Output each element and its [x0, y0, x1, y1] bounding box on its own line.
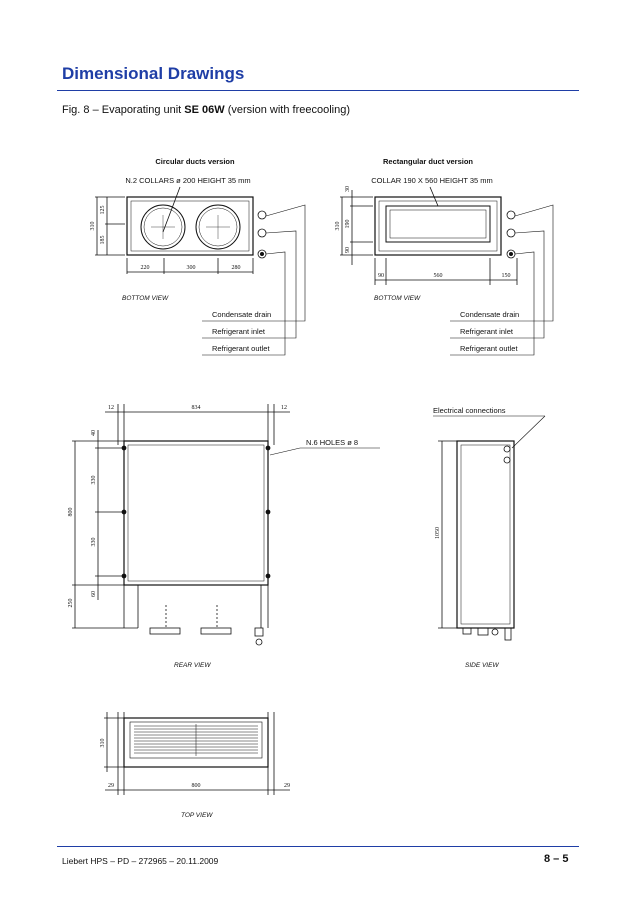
rear-panel — [123, 440, 269, 586]
figure-model: SE 06W — [184, 104, 225, 116]
unit-inner-outline — [378, 200, 498, 252]
dim-label: 330 — [91, 538, 97, 547]
dim-label: 12 — [108, 405, 114, 411]
dim-label: 834 — [192, 405, 201, 411]
mounting-hole — [265, 445, 271, 451]
holes-note: N.6 HOLES ø 8 — [306, 438, 358, 447]
fitting-icon — [491, 628, 499, 636]
bottom-view-rectangular: Rectangular duct version COLLAR 190 X 56… — [335, 157, 554, 356]
side-panel — [456, 440, 515, 629]
fitting-icon — [257, 228, 267, 238]
mounting-hole — [265, 573, 271, 579]
page-title: Dimensional Drawings — [62, 64, 245, 83]
dim-label: 29 — [284, 783, 290, 789]
duct-collar-1-inner — [143, 207, 183, 247]
view-label: BOTTOM VIEW — [374, 295, 421, 302]
bottom-view-circular: Circular ducts version N.2 COLLARS ø 200… — [90, 157, 306, 356]
rear-view: 12 834 12 N.6 HOLES ø 8 40 — [68, 404, 380, 669]
footer-divider — [57, 846, 579, 847]
dim-label: 310 — [90, 222, 96, 231]
duct-collar — [385, 205, 491, 243]
unit-outline — [374, 196, 502, 256]
dim-label: 185 — [100, 236, 106, 245]
unit-inner-outline — [130, 200, 250, 252]
callout-refrigerant-outlet: Refrigerant outlet — [460, 344, 518, 353]
callout-condensate-drain: Condensate drain — [460, 310, 519, 319]
duct-collar-1 — [140, 204, 186, 250]
fitting-icon — [255, 638, 263, 646]
dim-label: 250 — [68, 599, 74, 608]
fitting-icon — [462, 627, 472, 635]
connector-icon — [503, 456, 511, 464]
duct-collar-2-inner — [198, 207, 238, 247]
dim-label: 30 — [345, 186, 351, 192]
view-label: BOTTOM VIEW — [122, 295, 169, 302]
view-label: REAR VIEW — [174, 662, 211, 669]
callout-refrigerant-inlet: Refrigerant inlet — [460, 327, 514, 336]
top-view: 29 800 29 310 TOP VIEW — [100, 712, 290, 819]
fitting-icon — [254, 627, 264, 637]
dim-label: 150 — [502, 273, 511, 279]
dim-label: 190 — [345, 220, 351, 229]
figure-caption: Fig. 8 – Evaporating unit SE 06W (versio… — [62, 104, 350, 116]
rectangular-heading: Rectangular duct version — [383, 157, 473, 166]
dim-label: 60 — [91, 591, 97, 597]
duct-collar — [200, 627, 232, 635]
dim-label: 800 — [192, 783, 201, 789]
callout-refrigerant-inlet: Refrigerant inlet — [212, 327, 266, 336]
fitting-icon — [504, 627, 512, 641]
dim-label: 40 — [91, 430, 97, 436]
figure-suffix: (version with freecooling) — [224, 104, 350, 116]
dim-label: 330 — [91, 476, 97, 485]
duct-collar-2 — [195, 204, 241, 250]
footer-doc-ref: Liebert HPS – PD – 272965 – 20.11.2009 — [62, 856, 219, 866]
callout-condensate-drain: Condensate drain — [212, 310, 271, 319]
dim-label: 560 — [434, 273, 443, 279]
dim-label: 310 — [335, 222, 341, 231]
dim-label: 29 — [108, 783, 114, 789]
dim-label: 310 — [100, 739, 106, 748]
dim-label: 800 — [68, 508, 74, 517]
fitting-icon — [506, 210, 516, 220]
rectangular-note: COLLAR 190 X 560 HEIGHT 35 mm — [371, 176, 493, 185]
dim-label: 12 — [281, 405, 287, 411]
circular-heading: Circular ducts version — [155, 157, 235, 166]
dim-label: 90 — [345, 247, 351, 253]
dim-label: 125 — [100, 206, 106, 215]
callout-refrigerant-outlet: Refrigerant outlet — [212, 344, 270, 353]
electrical-connections-label: Electrical connections — [433, 406, 506, 415]
fitting-icon — [477, 627, 489, 636]
figure-prefix: Fig. 8 – Evaporating unit — [62, 104, 185, 116]
leader-line — [162, 186, 181, 233]
dim-label: 1050 — [435, 527, 441, 539]
circular-note: N.2 COLLARS ø 200 HEIGHT 35 mm — [125, 176, 250, 185]
dim-label: 300 — [187, 265, 196, 271]
view-label: TOP VIEW — [181, 812, 213, 819]
dim-label: 280 — [232, 265, 241, 271]
duct-collar — [149, 627, 181, 635]
connector-icon — [503, 445, 511, 453]
dim-label: 90 — [378, 273, 384, 279]
side-view: Electrical connections 1050 SIDE VIEW — [433, 406, 546, 669]
unit-outline — [126, 196, 254, 256]
fitting-icon — [506, 228, 516, 238]
dim-label: 220 — [141, 265, 150, 271]
page-number: 8 – 5 — [544, 853, 569, 865]
view-label: SIDE VIEW — [465, 662, 499, 669]
title-divider — [57, 90, 579, 91]
mounting-hole — [265, 509, 271, 515]
fitting-icon — [257, 210, 267, 220]
top-grille — [134, 724, 258, 756]
